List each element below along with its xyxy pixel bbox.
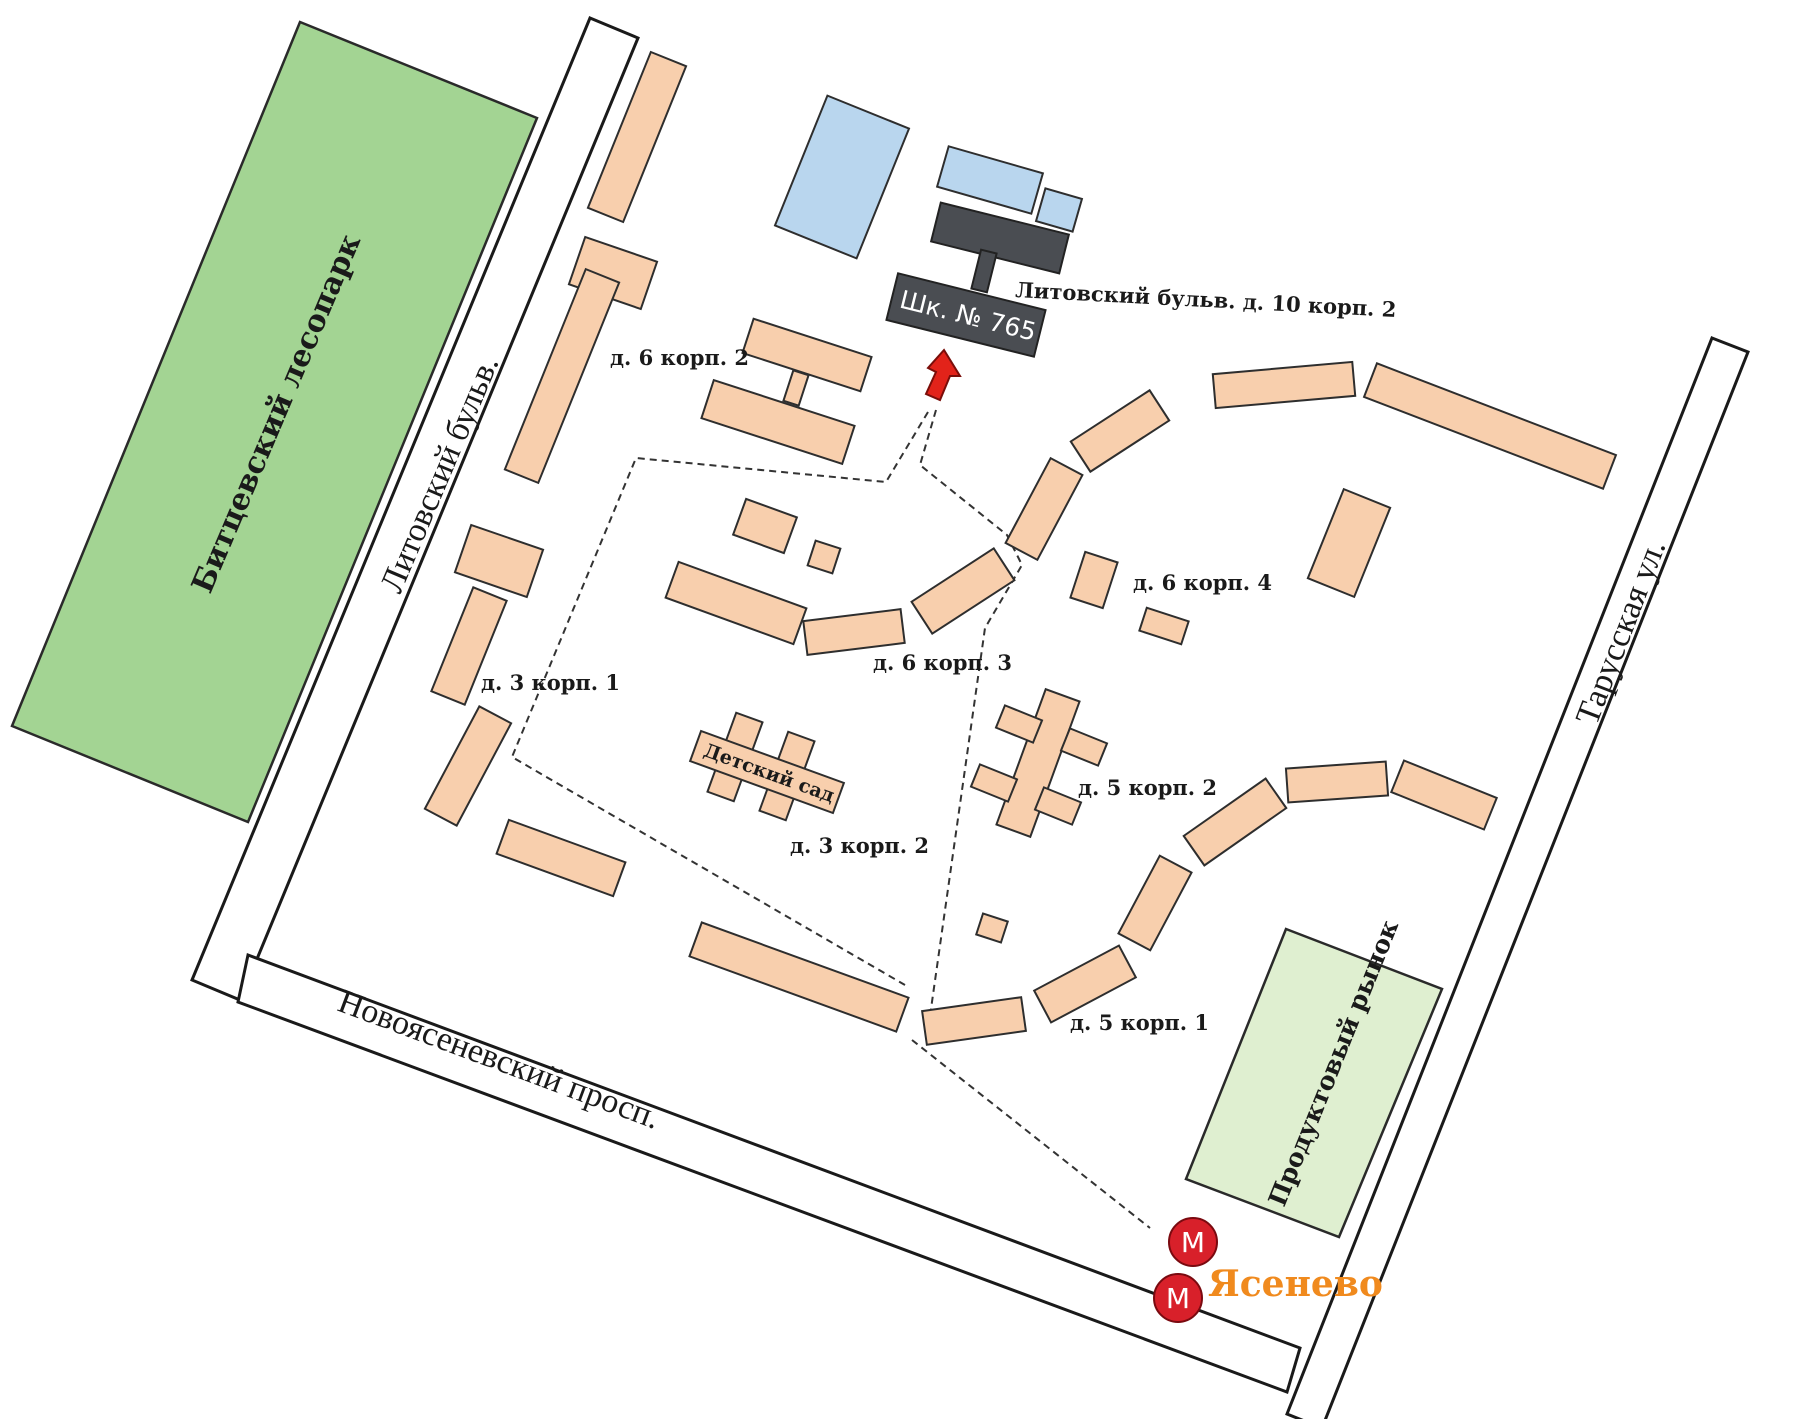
school-connector	[970, 248, 998, 294]
building	[664, 560, 808, 646]
building	[782, 369, 810, 407]
label-6-k4: д. 6 корп. 4	[1133, 570, 1272, 595]
building	[688, 921, 910, 1033]
building	[1211, 360, 1357, 410]
label-6-k3: д. 6 корп. 3	[873, 650, 1012, 675]
building	[974, 912, 1010, 944]
school-arrow-icon	[924, 348, 962, 402]
metro-station-name: Ясенево	[1208, 1263, 1383, 1305]
residential-buildings	[423, 50, 1618, 1046]
path-west	[510, 411, 929, 986]
building	[700, 378, 856, 466]
building	[430, 586, 508, 706]
building	[920, 996, 1028, 1046]
building	[910, 546, 1016, 636]
path-to-metro	[911, 1039, 1151, 1229]
building	[1117, 854, 1193, 952]
school-annex-3	[1034, 187, 1084, 233]
food-market	[1184, 927, 1444, 1239]
building	[1069, 550, 1119, 610]
novoyasenevsky-prospect[interactable]	[236, 952, 1302, 1394]
metro-entrance-1[interactable]: M	[1168, 1217, 1218, 1267]
building	[586, 50, 688, 224]
building	[1004, 456, 1084, 562]
label-3-k1: д. 3 корп. 1	[481, 670, 620, 695]
building	[1069, 388, 1171, 474]
label-5-k1: д. 5 корп. 1	[1070, 1010, 1209, 1035]
school-annex-1	[773, 94, 911, 260]
building	[994, 704, 1044, 744]
tarusskaya-street-label: Тарусская ул.	[1569, 535, 1673, 730]
school-address: Литовский бульв. д. 10 корп. 2	[1015, 277, 1397, 322]
building	[731, 497, 799, 555]
label-6-k2: д. 6 корп. 2	[610, 345, 749, 370]
metro-entrance-2[interactable]: M	[1153, 1273, 1203, 1323]
path-central	[918, 409, 1024, 1031]
building	[1389, 759, 1499, 831]
metro-symbol: M	[1181, 1226, 1205, 1259]
building	[995, 687, 1081, 839]
building	[1033, 786, 1083, 826]
building	[802, 608, 906, 656]
building	[495, 818, 627, 898]
building	[969, 763, 1019, 803]
metro-icon	[1168, 1217, 1218, 1267]
building	[1138, 606, 1190, 646]
building	[453, 523, 545, 599]
building	[1306, 487, 1392, 599]
building	[423, 704, 513, 828]
metro-symbol: M	[1166, 1282, 1190, 1315]
school-main	[885, 272, 1047, 358]
kindergarten	[688, 729, 846, 815]
metro-icon	[1153, 1273, 1203, 1323]
building	[806, 539, 842, 575]
building	[503, 267, 621, 485]
building	[1362, 362, 1618, 490]
school-annex-2	[935, 145, 1045, 215]
label-3-k2: д. 3 корп. 2	[790, 833, 929, 858]
label-5-k2: д. 5 корп. 2	[1078, 775, 1217, 800]
tarusskaya-street[interactable]	[1285, 336, 1750, 1419]
bitsa-park	[10, 20, 539, 824]
building	[1032, 944, 1138, 1024]
building	[1059, 727, 1109, 767]
novoyasenevsky-street-label: Новоясеневский просп.	[333, 983, 665, 1137]
building	[1182, 777, 1288, 867]
building	[1284, 760, 1390, 804]
